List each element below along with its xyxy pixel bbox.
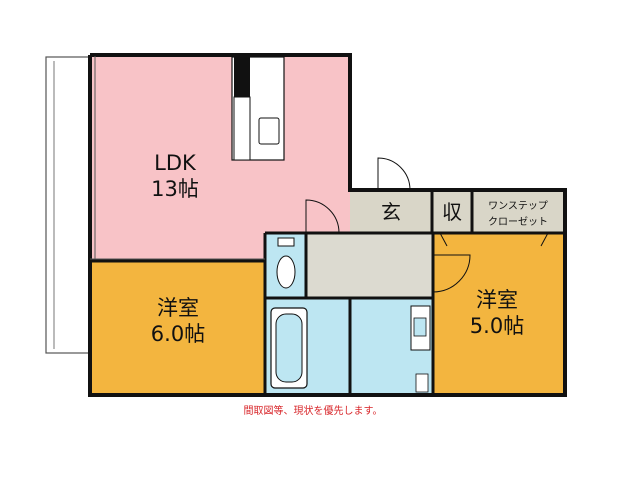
hallway [306,233,433,298]
western-room-right [433,233,565,393]
storage-label: 収 [442,200,462,224]
ldk-size: 13帖 [151,177,199,201]
closet-label-line2: クローゼット [488,216,548,228]
closet-label-line1: ワンステップ [488,200,548,212]
storage-area [432,190,472,233]
doors [305,157,549,293]
ldk-name: LDK [154,151,197,175]
partition-lines [90,56,265,260]
ldk-room [90,55,350,261]
western-room-right-name: 洋室 [476,288,518,312]
interior-walls [90,190,565,395]
entrance-label: 玄 [381,200,401,224]
balcony [45,56,91,354]
entrance-area [350,190,432,233]
closet-area [472,190,565,233]
bathtub [270,307,308,389]
western-room-left-size: 6.0帖 [151,322,205,346]
western-room-right-size: 5.0帖 [470,314,524,338]
outer-walls [88,53,567,397]
wash-basin [410,305,431,393]
western-room-left-name: 洋室 [157,296,199,320]
toilet-fixture [276,237,296,289]
kitchen-counter [231,56,285,161]
disclaimer-note: 間取図等、現状を優先します。 [244,404,383,417]
western-room-left [90,261,265,393]
